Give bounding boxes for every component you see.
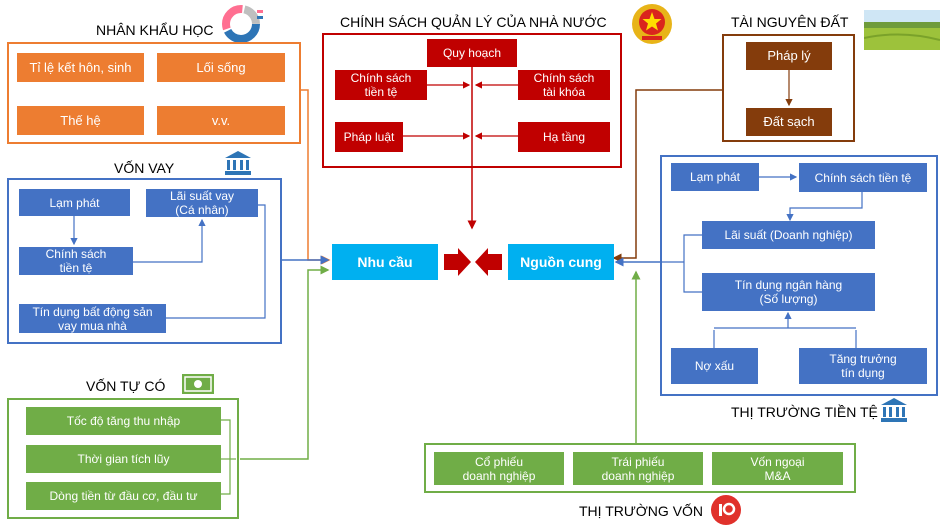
bank-icon	[880, 397, 908, 423]
banknote-icon	[181, 373, 215, 395]
demand-box: Nhu cầu	[332, 244, 438, 280]
bank-icon	[224, 150, 252, 176]
state-policy-title: CHÍNH SÁCH QUẢN LÝ CỦA NHÀ NƯỚC	[340, 14, 607, 30]
clean-land-box: Đất sạch	[746, 108, 832, 136]
personal-interest-rate-box: Lãi suất vay (Cá nhân)	[146, 189, 258, 217]
credit-growth-box: Tăng trưởng tín dụng	[799, 348, 927, 384]
fiscal-policy-box: Chính sách tài khóa	[518, 70, 610, 100]
capital-market-title: THỊ TRƯỜNG VỐN	[579, 503, 704, 519]
loan-monetary-policy-box: Chính sách tiền tệ	[19, 247, 133, 275]
lifestyle-box: Lối sống	[157, 53, 285, 82]
loan-inflation-box: Lạm phát	[19, 189, 130, 216]
income-growth-box: Tốc độ tăng thu nhập	[26, 407, 221, 435]
mm-inflation-box: Lạm phát	[671, 163, 759, 191]
accumulation-time-box: Thời gian tích lũy	[26, 445, 221, 473]
infrastructure-box: Hạ tầng	[518, 122, 610, 152]
monetary-policy-box: Chính sách tiền tệ	[335, 70, 427, 100]
mortgage-credit-box: Tín dụng bất động sản vay mua nhà	[19, 304, 166, 333]
legal-box: Pháp lý	[746, 42, 832, 70]
marriage-birth-rate-box: Tỉ lệ kết hôn, sinh	[17, 53, 144, 82]
bad-debt-box: Nợ xấu	[671, 348, 758, 384]
law-box: Pháp luật	[335, 122, 403, 152]
land-title: TÀI NGUYÊN ĐẤT	[731, 14, 849, 30]
demographics-title: NHÂN KHẨU HỌC	[96, 22, 214, 38]
vietnam-emblem-icon	[630, 2, 674, 46]
corporate-bonds-box: Trái phiếu doanh nghiệp	[573, 452, 703, 485]
money-market-frame	[660, 155, 938, 396]
supply-box: Nguồn cung	[508, 244, 614, 280]
capital-logo-icon	[710, 494, 742, 526]
business-interest-rate-box: Lãi suất (Doanh nghiệp)	[702, 221, 875, 249]
rice-field-icon	[863, 10, 941, 50]
bank-credit-box: Tín dụng ngân hàng (Số lượng)	[702, 273, 875, 311]
pie-chart-icon	[221, 4, 265, 44]
own-capital-title: VỐN TỰ CÓ	[86, 378, 166, 394]
mm-monetary-policy-box: Chính sách tiền tệ	[799, 163, 927, 192]
foreign-capital-box: Vốn ngoại M&A	[712, 452, 843, 485]
planning-box: Quy hoạch	[427, 39, 517, 67]
capital-market-frame	[424, 443, 856, 493]
own-capital-frame	[7, 398, 239, 519]
generation-box: Thế hệ	[17, 106, 144, 135]
loans-title: VỐN VAY	[114, 160, 175, 176]
etc-box: v.v.	[157, 106, 285, 135]
loans-frame	[7, 178, 282, 344]
corporate-stocks-box: Cổ phiếu doanh nghiệp	[434, 452, 564, 485]
money-market-title: THỊ TRƯỜNG TIỀN TỆ	[731, 404, 878, 420]
land-frame	[722, 34, 855, 142]
speculative-cashflow-box: Dòng tiền từ đầu cơ, đầu tư	[26, 482, 221, 510]
demographics-frame	[7, 42, 301, 144]
state-policy-frame	[322, 33, 622, 168]
